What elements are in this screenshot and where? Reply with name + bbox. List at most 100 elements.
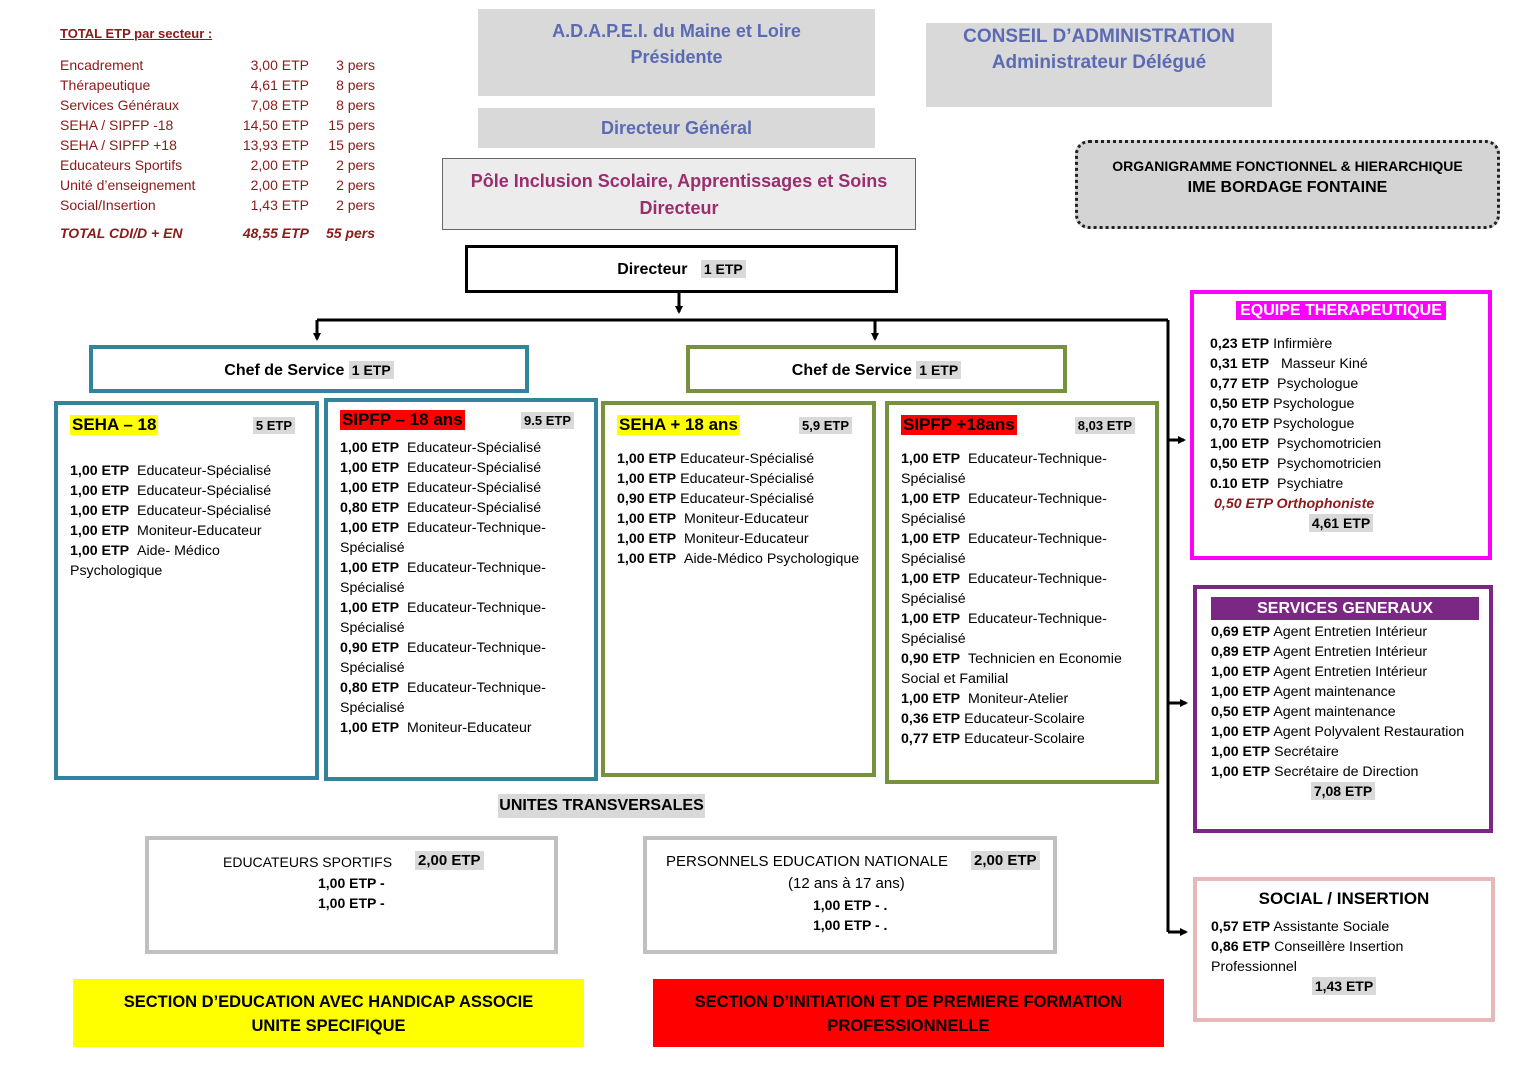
chef-de-service-box-right: Chef de Service 1 ETP <box>686 345 1067 393</box>
services-generaux-total: 7,08 ETP <box>1310 782 1376 800</box>
staff-line: 0,90 ETP Technicien en Economie Social e… <box>901 651 1122 687</box>
equipe-therapeutique-title: EQUIPE THERAPEUTIQUE <box>1236 301 1446 320</box>
conseil-box: CONSEIL D’ADMINISTRATION Administrateur … <box>926 23 1272 107</box>
directeur-etp: 1 ETP <box>700 260 746 278</box>
staff-line: 0,77 ETP Educateur-Scolaire <box>901 731 1085 747</box>
staff-line: 1,00 ETP Secrétaire <box>1211 744 1339 760</box>
unit-etp: 5 ETP <box>252 416 295 434</box>
staff-line: 0,70 ETP Psychologue <box>1210 416 1355 432</box>
educateurs-sportifs-title: EDUCATEURS SPORTIFS <box>223 854 393 870</box>
adapei-title: A.D.A.P.E.I. du Maine et Loire <box>552 21 801 41</box>
equipe-therapeutique-box: EQUIPE THERAPEUTIQUE 0,23 ETP Infirmière… <box>1190 290 1492 560</box>
staff-line: 1,00 ETP Educateur-Spécialisé <box>617 451 815 467</box>
staff-line: 0,50 ETP Psychologue <box>1210 396 1355 412</box>
staff-line: 0,57 ETP Assistante Sociale <box>1211 919 1390 935</box>
staff-line: 1,00 ETP Educateur-Spécialisé <box>340 440 542 456</box>
staff-line: 1,00 ETP Moniteur-Educateur <box>617 531 809 547</box>
staff-line: 1,00 ETP Agent maintenance <box>1211 684 1396 700</box>
unit-name: SIPFP +18ans <box>901 415 1017 435</box>
staff-line: 1,00 ETP - . <box>813 917 888 933</box>
staff-line: 0,90 ETP Educateur-Spécialisé <box>617 491 815 507</box>
staff-line: 1,00 ETP Educateur-Spécialisé <box>70 503 272 519</box>
pole-subtitle: Directeur <box>639 198 719 218</box>
staff-line: 1,00 ETP Educateur-Technique-Spécialisé <box>901 611 1107 647</box>
unit-name: SIPFP – 18 ans <box>340 410 465 430</box>
section-sipfp-banner: SECTION D’INITIATION ET DE PREMIERE FORM… <box>653 979 1164 1047</box>
unit-etp: 8,03 ETP <box>1074 416 1135 434</box>
adapei-subtitle: Présidente <box>630 47 723 67</box>
staff-line: 1,00 ETP Educateur-Spécialisé <box>70 483 272 499</box>
staff-line: 1,00 ETP - . <box>813 897 888 913</box>
staff-line: 1,00 ETP Aide-Médico Psychologique <box>617 551 860 567</box>
staff-line: 0,31 ETP Masseur Kiné <box>1210 356 1368 372</box>
chef-label: Chef de Service <box>224 362 345 379</box>
directeur-label: Directeur <box>617 261 688 278</box>
organigramme-subtitle: IME BORDAGE FONTAINE <box>1187 179 1388 196</box>
directeur-general-label: Directeur Général <box>600 118 753 138</box>
staff-line: 1,00 ETP Educateur-Technique-Spécialisé <box>901 451 1107 487</box>
staff-line: 1,00 ETP Agent Polyvalent Restauration <box>1211 724 1465 740</box>
staff-line: 1,00 ETP Educateur-Technique-Spécialisé <box>901 491 1107 527</box>
social-insertion-total: 1,43 ETP <box>1311 977 1377 995</box>
staff-line: 0,69 ETP Agent Entretien Intérieur <box>1211 624 1428 640</box>
education-nationale-age: (12 ans à 17 ans) <box>788 875 905 892</box>
directeur-box: Directeur 1 ETP <box>465 245 898 293</box>
unit-etp: 9.5 ETP <box>521 411 574 429</box>
educateurs-sportifs-etp: 2,00 ETP <box>415 851 484 870</box>
staff-line: 1,00 ETP Psychomotricien <box>1210 436 1382 452</box>
totals-title: TOTAL ETP par secteur : <box>60 26 213 41</box>
staff-line: 1,00 ETP Moniteur-Educateur <box>340 720 532 736</box>
section-seha-line1: SECTION D’EDUCATION AVEC HANDICAP ASSOCI… <box>123 993 534 1011</box>
staff-line: 1,00 ETP Agent Entretien Intérieur <box>1211 664 1428 680</box>
staff-line: 1,00 ETP Educateur-Spécialisé <box>617 471 815 487</box>
section-sipfp-line2: PROFESSIONNELLE <box>827 1017 990 1035</box>
staff-line: 1,00 ETP Educateur-Spécialisé <box>340 460 542 476</box>
education-nationale-etp: 2,00 ETP <box>971 851 1040 870</box>
staff-line: 1,00 ETP Educateur-Technique-Spécialisé <box>901 571 1107 607</box>
staff-line: 0,80 ETP Educateur-Technique-Spécialisé <box>340 680 546 716</box>
unit-etp: 5,9 ETP <box>799 416 852 434</box>
social-insertion-title: SOCIAL / INSERTION <box>1258 889 1430 908</box>
unit-sipfp-plus-18: SIPFP +18ans 8,03 ETP 1,00 ETP Educateur-… <box>885 401 1159 784</box>
staff-line: 0,90 ETP Educateur-Technique-Spécialisé <box>340 640 546 676</box>
staff-line-orthophoniste: 0,50 ETP Orthophoniste <box>1214 496 1375 512</box>
staff-line: 0,89 ETP Agent Entretien Intérieur <box>1211 644 1428 660</box>
staff-line: 1,00 ETP Educateur-Technique-Spécialisé <box>340 560 546 596</box>
section-seha-banner: SECTION D’EDUCATION AVEC HANDICAP ASSOCI… <box>73 979 584 1047</box>
staff-line: 1,00 ETP Educateur-Technique-Spécialisé <box>340 520 546 556</box>
staff-line: 0,80 ETP Educateur-Spécialisé <box>340 500 542 516</box>
education-nationale-title: PERSONNELS EDUCATION NATIONALE <box>666 853 948 870</box>
services-generaux-title: SERVICES GENERAUX <box>1211 597 1479 620</box>
unites-transversales-title: UNITES TRANSVERSALES <box>498 794 705 818</box>
staff-line: 0.10 ETP Psychiatre <box>1210 476 1344 492</box>
equipe-therapeutique-total: 4,61 ETP <box>1308 514 1374 532</box>
services-generaux-box: SERVICES GENERAUX 0,69 ETP Agent Entreti… <box>1193 585 1493 833</box>
adapei-box: A.D.A.P.E.I. du Maine et Loire Président… <box>478 9 875 96</box>
staff-line: 1,00 ETP - <box>318 895 385 911</box>
directeur-general-box: Directeur Général <box>478 108 875 148</box>
education-nationale-box: PERSONNELS EDUCATION NATIONALE 2,00 ETP … <box>643 836 1057 954</box>
staff-line: 1,00 ETP Educateur-Spécialisé <box>70 463 272 479</box>
staff-line: 1,00 ETP Aide- Médico Psychologique <box>70 543 220 579</box>
unit-sipfp-minus-18: SIPFP – 18 ans 9.5 ETP 1,00 ETP Educateur… <box>324 398 598 781</box>
staff-line: 1,00 ETP Secrétaire de Direction <box>1211 764 1419 780</box>
conseil-title: CONSEIL D’ADMINISTRATION <box>963 26 1235 47</box>
section-sipfp-line1: SECTION D’INITIATION ET DE PREMIERE FORM… <box>694 993 1123 1011</box>
chef-label: Chef de Service <box>791 362 912 379</box>
staff-line: 1,00 ETP Educateur-Spécialisé <box>340 480 542 496</box>
educateurs-sportifs-box: EDUCATEURS SPORTIFS 2,00 ETP 1,00 ETP - … <box>145 836 558 954</box>
staff-line: 1,00 ETP Educateur-Technique-Spécialisé <box>901 531 1107 567</box>
pole-title: Pôle Inclusion Scolaire, Apprentissages … <box>470 171 888 191</box>
staff-line: 0,36 ETP Educateur-Scolaire <box>901 711 1085 727</box>
